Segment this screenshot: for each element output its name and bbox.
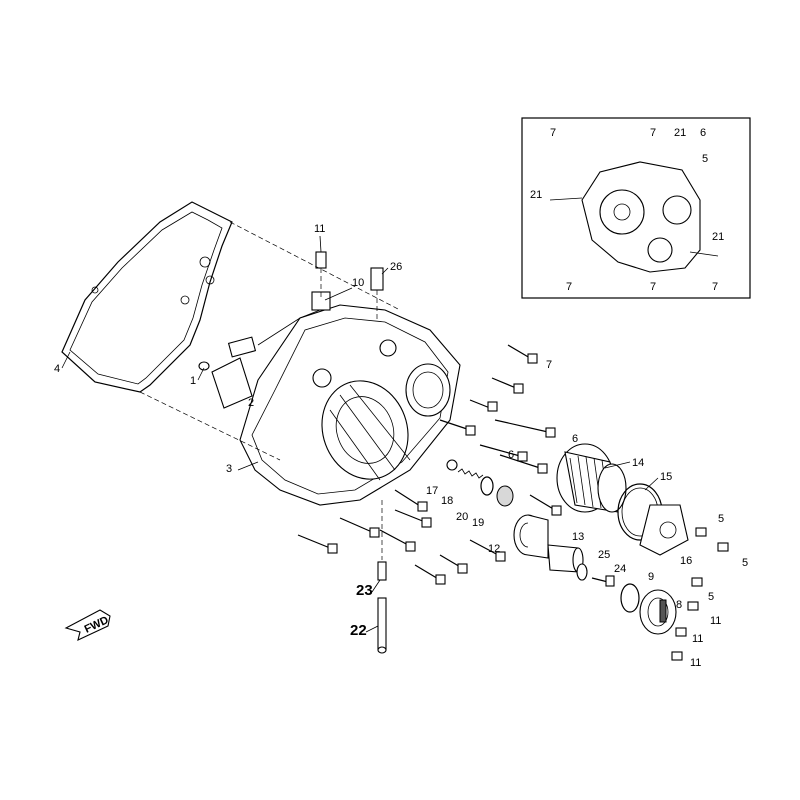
label-19: 19: [472, 517, 484, 529]
label-25: 25: [598, 549, 610, 561]
inset-label-21-b: 21: [530, 189, 542, 201]
label-5-c: 5: [708, 591, 714, 603]
oil-filter-part-14: [556, 443, 627, 513]
fitting-part-26: [370, 267, 384, 322]
inset-label-7-b: 7: [650, 127, 656, 139]
inset-label-21-a: 21: [674, 127, 686, 139]
label-12: 12: [488, 543, 500, 555]
label-3: 3: [226, 463, 232, 475]
bolts-part-5: [691, 527, 729, 587]
leader-lines: [61, 235, 659, 633]
label-16: 16: [680, 555, 692, 567]
washer-part-25: [576, 563, 588, 581]
label-11-b: 11: [692, 633, 703, 645]
sensor-assembly-part-10: [227, 291, 331, 358]
o-ring-part-20: [480, 476, 494, 496]
inset-label-6: 6: [700, 127, 706, 139]
part-labels: 4 1 2 3 11 26 10 6 6 14 15 16 5 5 5 17 1…: [54, 223, 748, 669]
label-6-lower: 6: [508, 449, 514, 461]
label-11-a: 11: [710, 615, 721, 627]
pipe-part-22: [377, 500, 387, 654]
inset-label-7-a: 7: [550, 127, 556, 139]
label-5-b: 5: [742, 557, 748, 569]
bolt-part-24: [591, 575, 615, 587]
projection-line: [139, 391, 281, 461]
label-22: 22: [350, 622, 367, 639]
pump-cover-part-8: [639, 589, 677, 635]
label-1: 1: [190, 375, 196, 387]
spring-part-18: [457, 468, 484, 479]
label-7: 7: [546, 359, 552, 371]
inset-detail-view: [521, 117, 751, 299]
dowel-part-23: [377, 561, 387, 581]
label-18: 18: [441, 495, 453, 507]
plug-part-19: [496, 485, 514, 507]
label-9: 9: [648, 571, 654, 583]
label-15: 15: [660, 471, 672, 483]
bolts-part-11: [671, 601, 699, 661]
label-4: 4: [54, 363, 60, 375]
label-10: 10: [352, 277, 364, 289]
inset-label-7-c: 7: [566, 281, 572, 293]
label-26: 26: [390, 261, 402, 273]
label-2: 2: [248, 397, 254, 409]
gasket-part-4: [61, 201, 233, 393]
label-11-top: 11: [314, 223, 325, 235]
inset-label-5: 5: [702, 153, 708, 165]
inset-label-21-c: 21: [712, 231, 724, 243]
label-24: 24: [614, 563, 626, 575]
label-8: 8: [676, 599, 682, 611]
ball-part-17: [446, 459, 458, 471]
label-20: 20: [456, 511, 468, 523]
label-23: 23: [356, 582, 373, 599]
bearing-part-12: [513, 514, 549, 559]
inset-label-7-d: 7: [650, 281, 656, 293]
crankcase-cover-part-3: [239, 304, 461, 506]
bracket-part-2: [211, 357, 253, 409]
filter-cover-part-16: [639, 504, 689, 556]
bolts-part-7: [297, 344, 562, 585]
label-17: 17: [426, 485, 438, 497]
label-14: 14: [632, 457, 644, 469]
inset-labels: 7 7 21 6 5 21 21 7 7 7: [530, 127, 724, 293]
forward-direction-badge: [64, 609, 111, 641]
label-13: 13: [572, 531, 584, 543]
inset-label-7-e: 7: [712, 281, 718, 293]
bolt-part-1: [198, 361, 210, 371]
label-6-upper: 6: [572, 433, 578, 445]
label-5-a: 5: [718, 513, 724, 525]
label-11-c: 11: [690, 657, 701, 669]
o-ring-part-9: [620, 583, 640, 613]
